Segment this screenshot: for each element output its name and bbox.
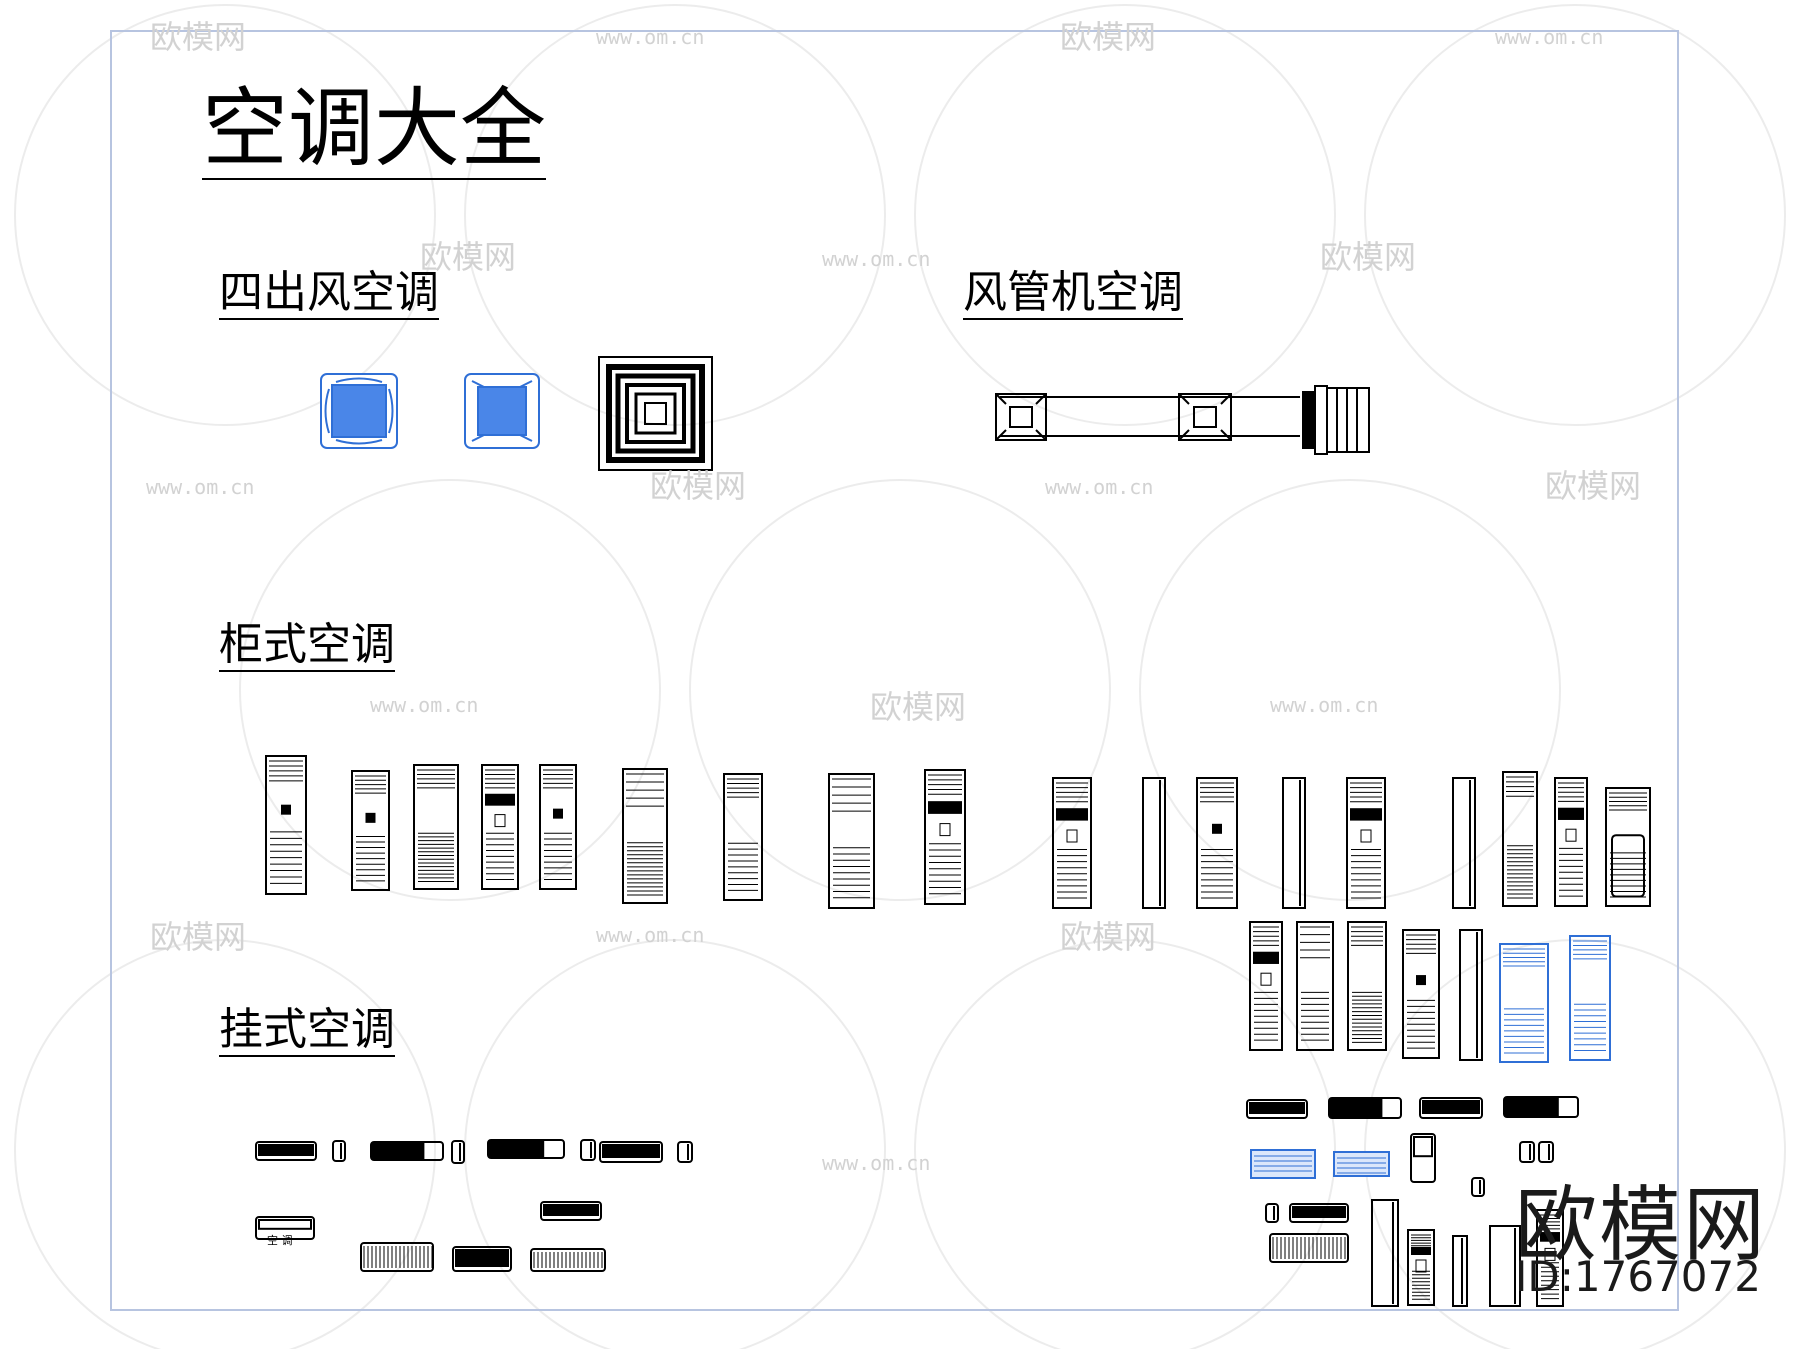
cabinet-unit-24 (1499, 943, 1549, 1063)
duct-unit (995, 385, 1370, 455)
cabinet-unit-22 (1402, 929, 1440, 1059)
section-heading-four-way: 四出风空调 (219, 267, 439, 320)
watermark-id: ID:1767072 (1515, 1252, 1761, 1301)
cabinet-unit-14 (1346, 777, 1386, 909)
svg-text:www.om.cn: www.om.cn (1045, 475, 1153, 499)
wall-unit-14 (1246, 1099, 1308, 1119)
cabinet-unit-21 (1347, 921, 1387, 1051)
wall-unit-20 (1410, 1133, 1436, 1183)
wall-unit-16 (1419, 1097, 1483, 1119)
cabinet-unit-8 (828, 773, 875, 909)
wall-unit-23 (1538, 1141, 1554, 1163)
wall-unit-19 (1333, 1151, 1390, 1177)
cabinet-unit-15 (1452, 777, 1476, 909)
watermark-site: www.om.cn www.om.cn www.om.cn www.om.cn … (146, 25, 1603, 1175)
svg-text:欧模网: 欧模网 (1545, 467, 1641, 505)
wall-unit-6 (580, 1139, 596, 1161)
svg-text:www.om.cn: www.om.cn (370, 693, 478, 717)
cabinet-unit-2 (351, 770, 390, 891)
watermark-pattern (14, 4, 1786, 1349)
svg-text:欧模网: 欧模网 (650, 467, 746, 505)
cabinet-unit-17 (1554, 777, 1588, 907)
cabinet-unit-5 (539, 764, 577, 890)
cabinet-unit-3 (413, 764, 459, 890)
wall-unit-10 (540, 1201, 602, 1221)
svg-text:www.om.cn: www.om.cn (1270, 693, 1378, 717)
wall-unit-13 (530, 1248, 606, 1272)
cabinet-unit-7 (723, 773, 763, 901)
cabinet-unit-6 (622, 768, 668, 904)
watermark-text: 欧模网 欧模网 欧模网 欧模网 欧模网 欧模网 欧模网 欧模网 欧模网 (150, 18, 1641, 956)
wall-unit-25 (1289, 1203, 1349, 1223)
cabinet-unit-28 (1452, 1235, 1468, 1307)
svg-text:欧模网: 欧模网 (420, 238, 516, 276)
page-title: 空调大全 (202, 79, 546, 180)
svg-text:欧模网: 欧模网 (1060, 918, 1156, 956)
svg-text:www.om.cn: www.om.cn (596, 25, 704, 49)
wall-unit-24 (1265, 1203, 1279, 1223)
wall-unit-5 (487, 1139, 565, 1159)
cabinet-unit-30 (1536, 1209, 1564, 1307)
wall-unit-3 (370, 1141, 444, 1161)
svg-text:www.om.cn: www.om.cn (146, 475, 254, 499)
cabinet-unit-16 (1502, 771, 1538, 907)
svg-text:欧模网: 欧模网 (870, 688, 966, 726)
section-heading-wall: 挂式空调 (219, 1004, 395, 1057)
svg-text:www.om.cn: www.om.cn (822, 247, 930, 271)
cabinet-unit-10 (1052, 777, 1092, 909)
wall-unit-22 (1519, 1141, 1535, 1163)
wall-unit-2 (332, 1140, 346, 1162)
cabinet-unit-13 (1282, 777, 1306, 909)
wall-unit-1 (255, 1141, 317, 1161)
wall-unit-26 (1269, 1233, 1349, 1263)
wall-unit-4 (451, 1140, 465, 1164)
cabinet-unit-25 (1569, 935, 1611, 1061)
cabinet-unit-12 (1196, 777, 1238, 909)
cabinet-unit-11 (1142, 777, 1166, 909)
svg-text:欧模网: 欧模网 (150, 918, 246, 956)
wall-unit-9 (255, 1216, 315, 1240)
section-heading-cabinet: 柜式空调 (219, 619, 395, 672)
cabinet-unit-29 (1489, 1225, 1521, 1307)
watermark-logo: 欧模网 (1515, 1178, 1768, 1273)
four-way-cassette-1 (320, 373, 398, 449)
wall-unit-7 (599, 1141, 663, 1163)
cabinet-unit-19 (1249, 921, 1283, 1051)
svg-text:www.om.cn: www.om.cn (596, 923, 704, 947)
cabinet-unit-9 (924, 769, 966, 905)
four-way-cassette-2 (464, 373, 540, 449)
wall-unit-8 (677, 1141, 693, 1163)
four-way-cassette-3 (598, 356, 713, 471)
cabinet-unit-20 (1296, 921, 1334, 1051)
wall-unit-21 (1471, 1177, 1485, 1197)
wall-unit-12 (452, 1246, 512, 1272)
drawing-frame (110, 30, 1679, 1311)
cabinet-units (265, 755, 1651, 1307)
wall-unit-label: 空 调 (267, 1233, 293, 1247)
svg-text:www.om.cn: www.om.cn (822, 1151, 930, 1175)
svg-text:欧模网: 欧模网 (1320, 238, 1416, 276)
wall-unit-18 (1250, 1149, 1316, 1179)
svg-text:欧模网: 欧模网 (150, 18, 246, 56)
section-heading-duct: 风管机空调 (963, 267, 1183, 320)
cabinet-unit-27 (1407, 1229, 1435, 1306)
wall-units (255, 1096, 1579, 1272)
cabinet-unit-4 (481, 764, 519, 890)
svg-text:www.om.cn: www.om.cn (1495, 25, 1603, 49)
wall-unit-15 (1328, 1097, 1402, 1119)
cabinet-unit-1 (265, 755, 307, 895)
cabinet-unit-26 (1371, 1199, 1399, 1307)
cabinet-unit-23 (1459, 929, 1483, 1061)
wall-unit-11 (360, 1242, 434, 1272)
cabinet-unit-18 (1605, 787, 1651, 907)
wall-unit-17 (1503, 1096, 1579, 1118)
svg-text:欧模网: 欧模网 (1060, 18, 1156, 56)
